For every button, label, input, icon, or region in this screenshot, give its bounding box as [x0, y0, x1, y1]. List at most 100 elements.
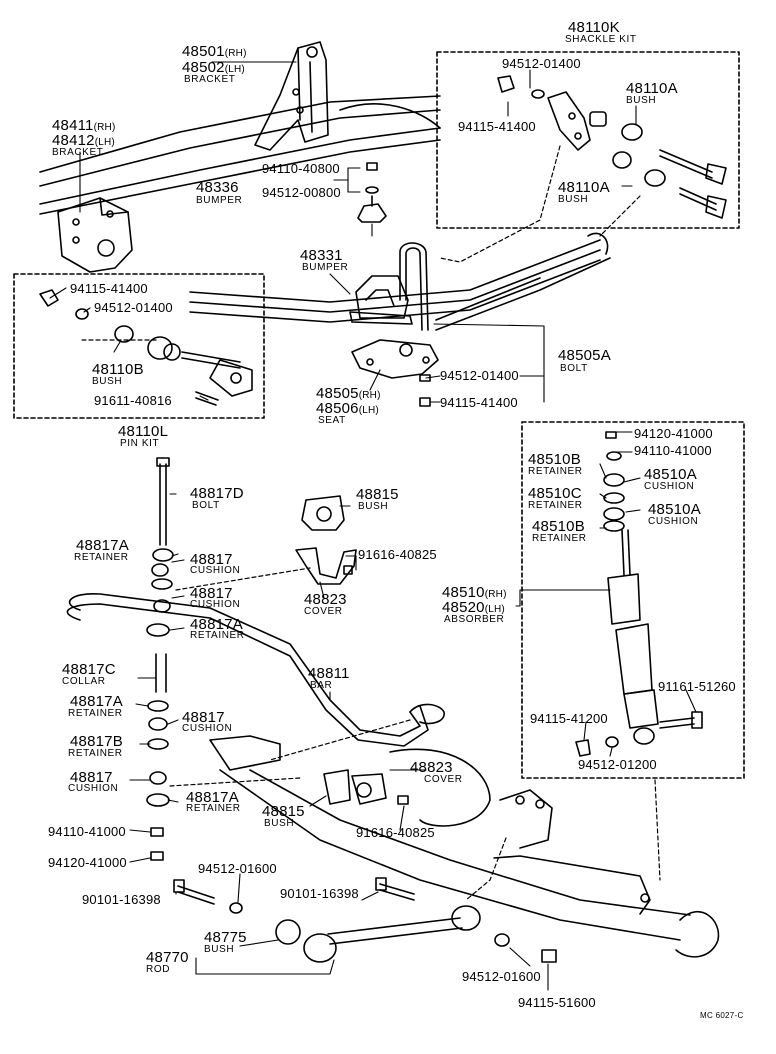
part-48817: 48817 [190, 551, 233, 568]
retainer-label: RETAINER [528, 466, 583, 477]
part-94512-01200: 94512-01200 [578, 757, 657, 772]
part-48815: 48815 [356, 486, 399, 503]
shackle-kit-parts [497, 75, 727, 219]
side-lh: (LH) [358, 405, 379, 416]
part-48510c: 48510C [528, 485, 582, 502]
part-48815-2: 48815 [262, 803, 305, 820]
cover-label: COVER [424, 774, 463, 785]
part-48817d: 48817D [190, 485, 244, 502]
part-94115-41200: 94115-41200 [530, 711, 608, 726]
part-94110-41000-2: 94110-41000 [634, 443, 712, 458]
part-48501: 48501(RH) [182, 44, 247, 59]
bush-label: BUSH [92, 376, 123, 387]
bar-bushing-upper [295, 495, 357, 585]
part-90101-16398-2: 90101-16398 [280, 886, 359, 901]
bolt-label: BOLT [560, 363, 588, 374]
absorber-label: ABSORBER [444, 614, 505, 625]
part-94110-40800: 94110-40800 [262, 161, 340, 176]
cushion-label: CUSHION [182, 723, 233, 734]
pin-kit-label: PIN KIT [120, 438, 160, 449]
retainer-label: RETAINER [528, 500, 583, 511]
side-lh: (LH) [224, 64, 245, 75]
bar-bushing-lower [323, 769, 409, 805]
part-48817c: 48817C [62, 661, 116, 678]
side-rh: (RH) [224, 48, 247, 59]
diagram-code: MC 6027-C [700, 1011, 744, 1020]
part-48823-2: 48823 [410, 759, 453, 776]
bolt-label: BOLT [192, 500, 220, 511]
part-48770: 48770 [146, 949, 189, 966]
part-48817b: 48817B [70, 733, 123, 750]
part-number: 48520 [442, 599, 485, 616]
bush-label: BUSH [358, 501, 389, 512]
retainer-label: RETAINER [68, 748, 123, 759]
side-lh: (LH) [484, 604, 505, 615]
part-48817-4: 48817 [70, 769, 113, 786]
stabilizer-bar-icon [66, 593, 445, 747]
part-94512-01400-3: 94512-01400 [440, 368, 519, 383]
assembly-lines [79, 145, 661, 901]
part-48817a-3: 48817A [70, 693, 123, 710]
part-48110a: 48110A [626, 80, 678, 97]
part-48817a-2: 48817A [190, 616, 243, 633]
part-48110k: 48110K [568, 19, 620, 36]
part-48411: 48411(RH) [52, 118, 116, 133]
lower-fasteners [173, 877, 557, 963]
front-axle-icon [209, 735, 720, 958]
part-91616-40825: 91616-40825 [358, 547, 437, 562]
part-48510a-2: 48510A [648, 501, 701, 518]
part-94512-01600-2: 94512-01600 [462, 969, 541, 984]
part-48505a: 48505A [558, 347, 611, 364]
seat-label: SEAT [318, 415, 346, 426]
part-90101-16398: 90101-16398 [82, 892, 161, 907]
part-91616-40825-2: 91616-40825 [356, 825, 435, 840]
bumper-label: BUMPER [196, 195, 243, 206]
part-91161-51260: 91161-51260 [658, 679, 736, 694]
part-94512-01400: 94512-01400 [502, 56, 581, 71]
part-48331: 48331 [300, 247, 343, 264]
part-48823: 48823 [304, 591, 347, 608]
part-number: 48411 [52, 117, 94, 134]
lateral-rod-icon [275, 905, 481, 963]
retainer-label: RETAINER [186, 803, 241, 814]
part-48510a: 48510A [644, 466, 697, 483]
bracket-48501-icon [254, 41, 329, 151]
part-number: 48501 [182, 43, 225, 60]
seat-48505-icon [351, 339, 439, 379]
part-94115-41400-2: 94115-41400 [70, 281, 148, 296]
kit-boxes [13, 51, 745, 779]
bumper-label: BUMPER [302, 262, 349, 273]
shackle-kit-label: SHACKLE KIT [565, 34, 637, 45]
part-number: 48412 [52, 132, 95, 149]
part-48412: 48412(LH) [52, 133, 115, 148]
part-48510: 48510(RH) [442, 585, 507, 600]
leader-lines [49, 61, 697, 991]
part-48336: 48336 [196, 179, 239, 196]
frame-rail [39, 95, 441, 215]
part-48520: 48520(LH) [442, 600, 505, 615]
part-48506: 48506(LH) [316, 401, 379, 416]
part-48110b: 48110B [92, 361, 144, 378]
bumper-48336-icon [357, 162, 387, 223]
retainer-label: RETAINER [190, 630, 245, 641]
bracket-label: BRACKET [52, 147, 104, 158]
cushion-label: CUSHION [190, 565, 241, 576]
part-48510b: 48510B [528, 451, 581, 468]
bracket-label: BRACKET [184, 74, 236, 85]
u-bolt-icon [399, 242, 429, 331]
part-94512-00800: 94512-00800 [262, 185, 341, 200]
cushion-label: CUSHION [68, 783, 119, 794]
bush-label: BUSH [626, 95, 657, 106]
part-94120-41000-2: 94120-41000 [634, 426, 713, 441]
part-94120-41000: 94120-41000 [48, 855, 127, 870]
part-91611-40816: 91611-40816 [94, 393, 172, 408]
side-rh: (RH) [93, 122, 116, 133]
rod-label: ROD [146, 964, 171, 975]
cushion-label: CUSHION [648, 516, 699, 527]
part-48110l: 48110L [118, 423, 169, 440]
part-48775: 48775 [204, 929, 247, 946]
part-94115-41400-3: 94115-41400 [440, 395, 518, 410]
part-48817a-4: 48817A [186, 789, 239, 806]
part-48505: 48505(RH) [316, 386, 381, 401]
